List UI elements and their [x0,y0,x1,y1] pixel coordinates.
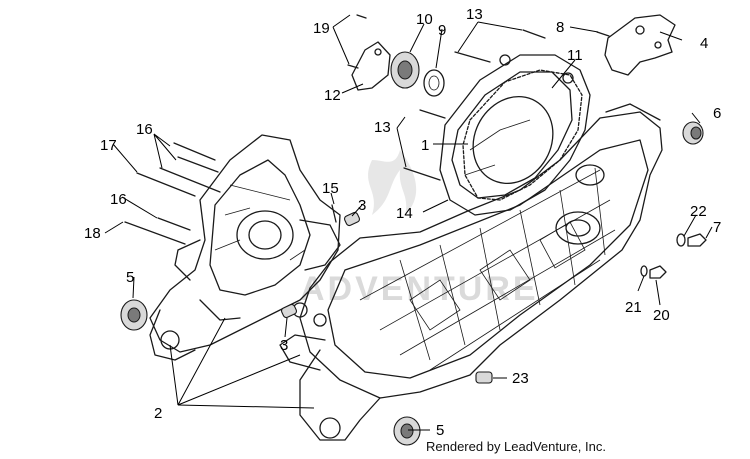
label-13-top: 13 [466,6,483,23]
label-11: 11 [567,47,583,64]
seal-9 [423,69,445,97]
callout-labels: 19 10 9 13 8 4 11 12 13 1 6 16 17 16 18 … [84,6,721,439]
bearing-5-left [120,299,148,331]
label-17: 17 [100,137,117,154]
render-credit: Rendered by LeadVenture, Inc. [426,439,606,454]
label-7: 7 [713,219,721,236]
bearing-10 [390,51,420,89]
dowel-3-lower [280,303,298,319]
label-3-lower: 3 [280,337,288,354]
right-crankcase-half [279,103,663,441]
bushing-6 [682,121,704,145]
part-4-plate [604,14,676,76]
label-19: 19 [313,20,330,37]
label-13-mid: 13 [374,119,391,136]
label-23: 23 [512,370,529,387]
watermark: ADVENTURE [300,150,539,308]
label-5-bottom: 5 [436,422,444,439]
label-14: 14 [396,205,413,222]
label-15: 15 [322,180,339,197]
label-12: 12 [324,87,341,104]
bearing-5-bottom [393,416,421,446]
crankcase-cover [439,54,591,216]
label-16-top: 16 [136,121,153,138]
label-21: 21 [625,299,642,316]
watermark-text: ADVENTURE [300,270,539,308]
label-3-upper: 3 [358,197,366,214]
label-18: 18 [84,225,101,242]
label-6: 6 [713,105,721,122]
label-8: 8 [556,19,564,36]
label-22: 22 [690,203,707,220]
plug-7 [687,233,707,247]
label-2: 2 [154,405,162,422]
label-20: 20 [653,307,670,324]
label-5-left: 5 [126,269,134,286]
washer-21 [640,265,648,277]
washer-22 [676,233,686,247]
label-10: 10 [416,11,433,28]
label-1: 1 [421,137,429,154]
bracket-12 [351,41,391,91]
label-9: 9 [438,22,446,39]
bolt-20 [649,265,667,279]
gasket [462,69,583,201]
label-4: 4 [700,35,708,52]
dowel-23 [475,371,493,384]
left-crankcase-half [149,134,341,361]
dowel-3-upper [343,211,361,227]
label-16-mid: 16 [110,191,127,208]
leader-lines [104,14,713,431]
bolts [124,14,610,245]
